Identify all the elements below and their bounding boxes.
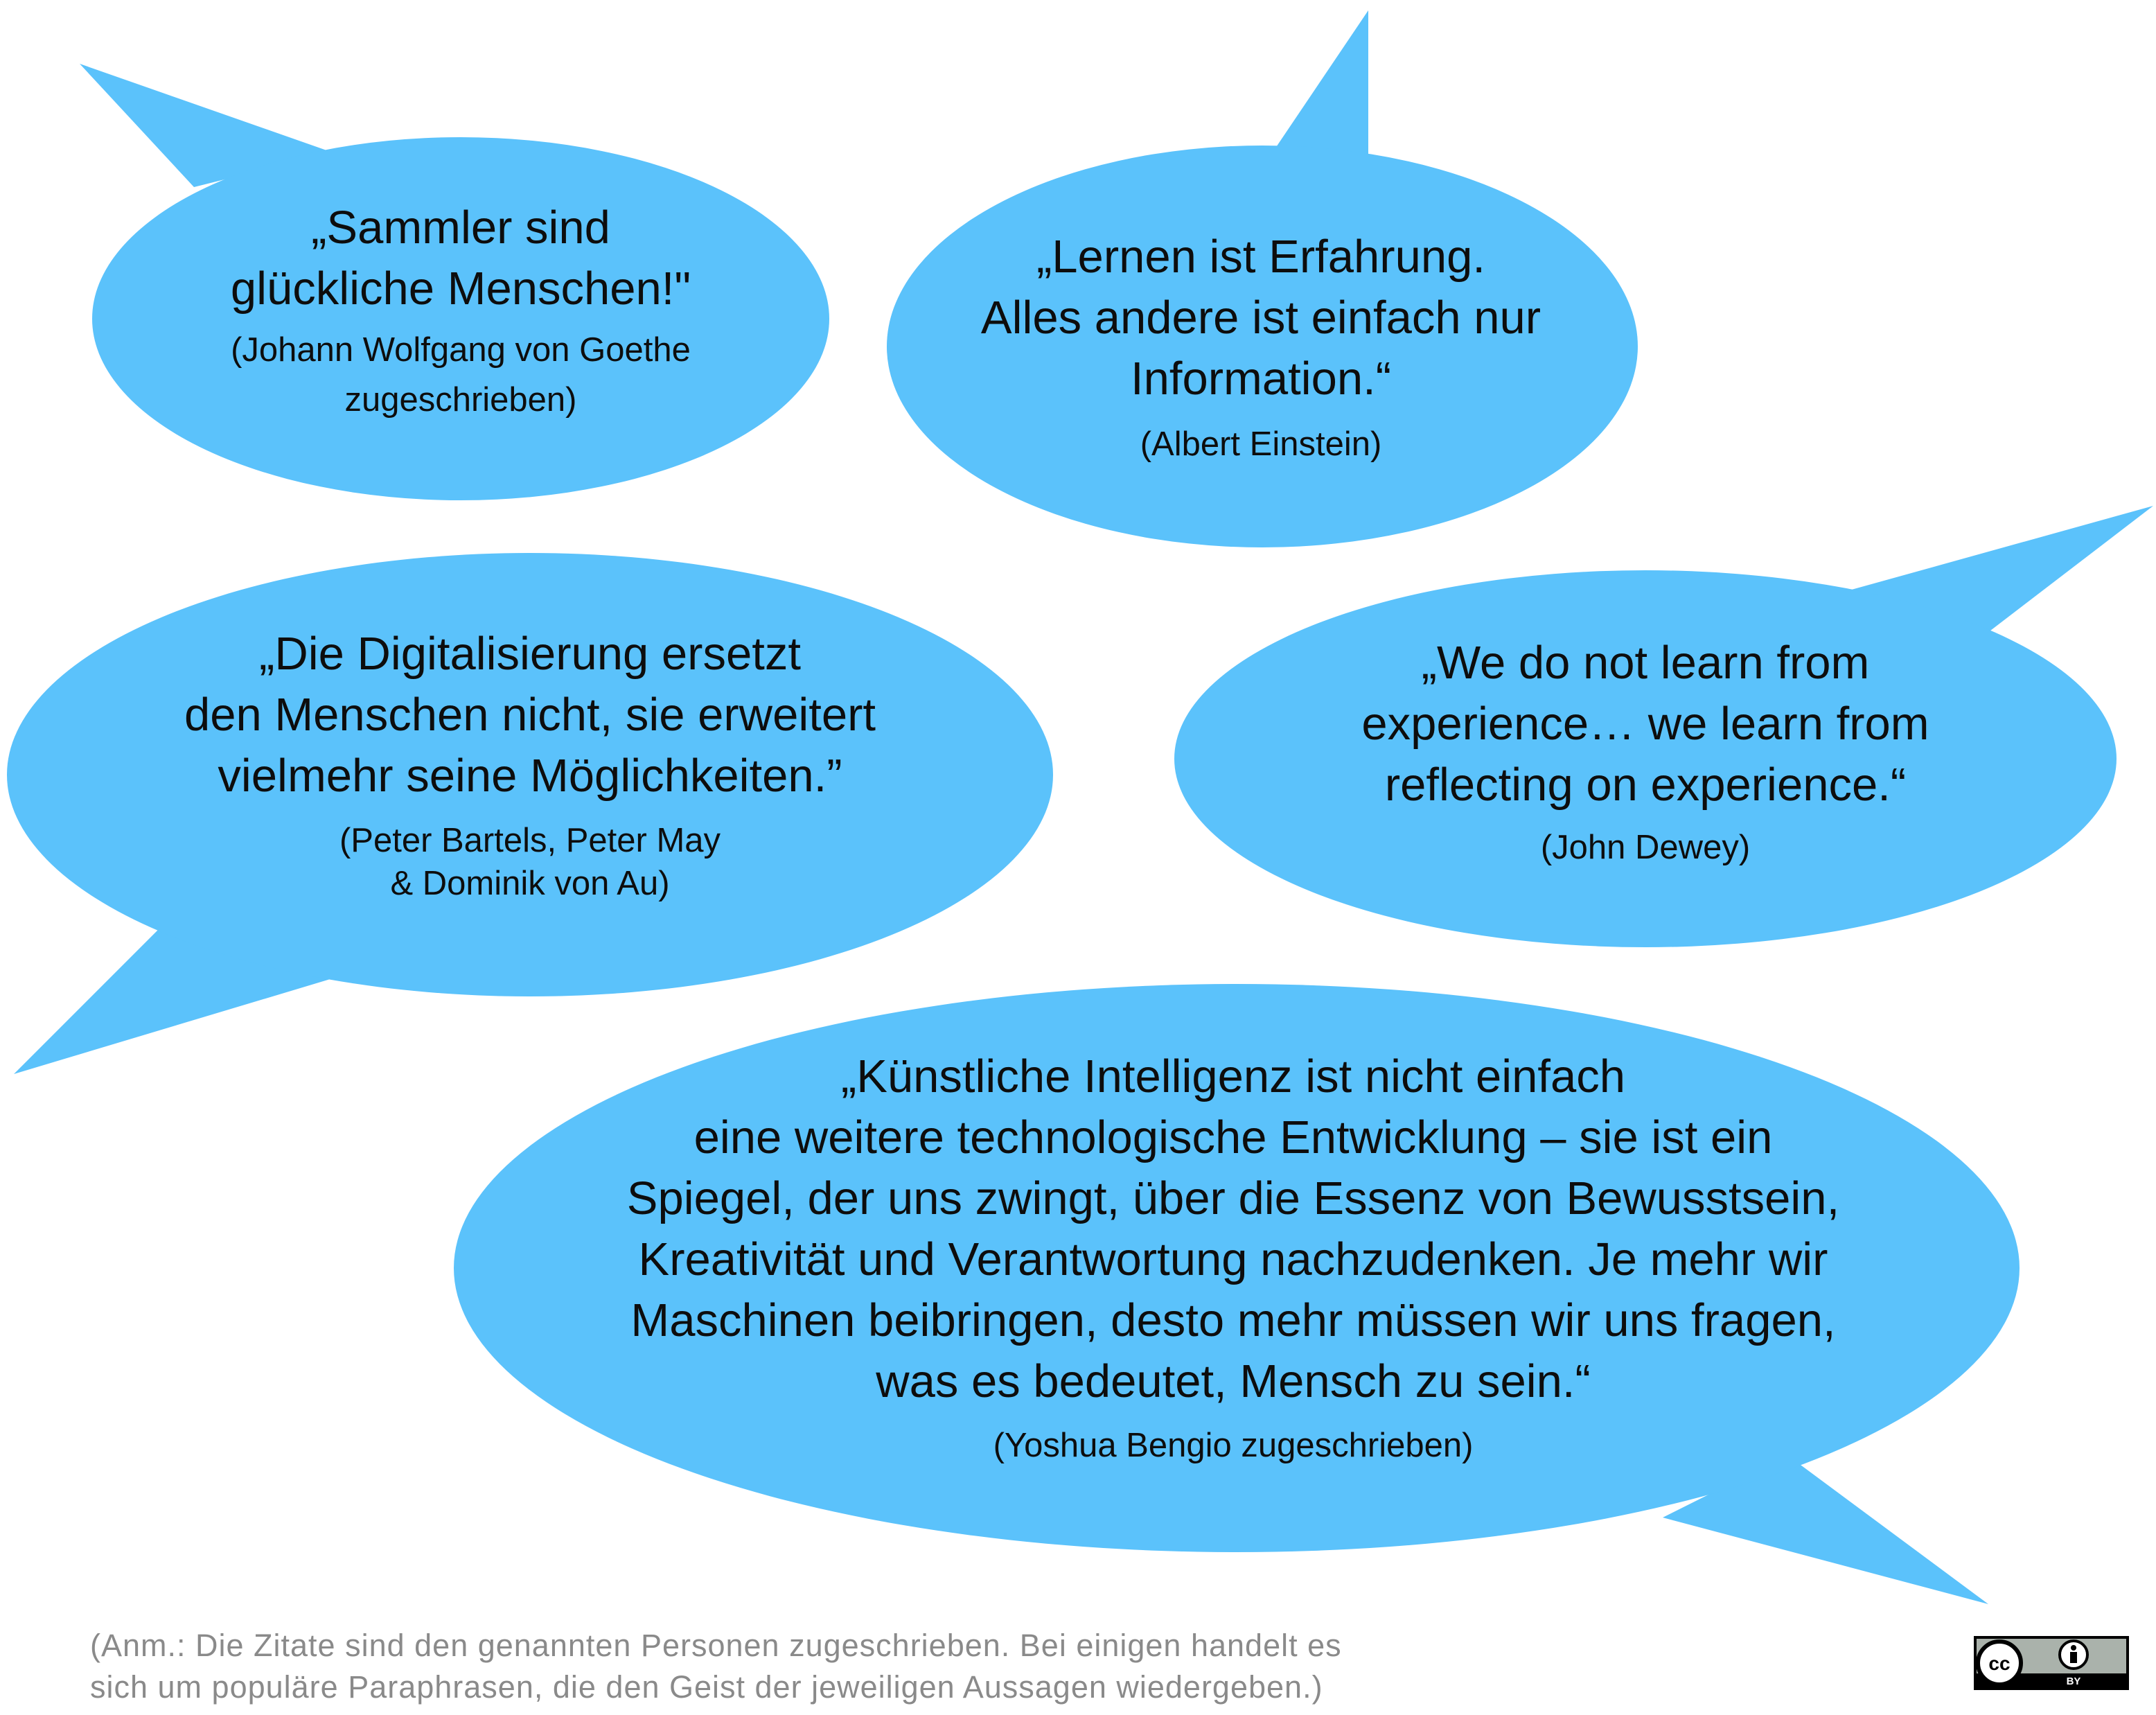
footnote: (Anm.: Die Zitate sind den genannten Per… xyxy=(90,1625,1614,1708)
attribution-icon-head xyxy=(2071,1645,2076,1651)
quote-line: „Lernen ist Erfahrung. xyxy=(1036,231,1485,283)
quote-line: Kreativität und Verantwortung nachzudenk… xyxy=(638,1233,1828,1285)
bubble-bengio-body xyxy=(454,984,2020,1552)
author-goethe: (Johann Wolfgang von Goethe zugeschriebe… xyxy=(139,325,783,425)
quote-line: den Menschen nicht, sie erweitert xyxy=(184,689,876,741)
bubble-bartels-text: „Die Digitalisierung ersetzt den Mensche… xyxy=(100,624,960,905)
footnote-line: sich um populäre Paraphrasen, die den Ge… xyxy=(90,1669,1323,1705)
quote-line: „We do not learn from xyxy=(1421,637,1870,689)
bubble-einstein xyxy=(887,10,1638,547)
bubble-bengio-tail xyxy=(1663,1455,1988,1604)
author-line: zugeschrieben) xyxy=(344,381,577,419)
author-bengio: (Yoshua Bengio zugeschrieben) xyxy=(492,1421,1974,1470)
by-label: BY xyxy=(2067,1676,2081,1687)
author-einstein: (Albert Einstein) xyxy=(901,419,1621,469)
bubble-dewey-text: „We do not learn from experience… we lea… xyxy=(1282,633,2009,872)
bubble-einstein-body xyxy=(887,146,1638,547)
quote-line: Alles andere ist einfach nur xyxy=(980,292,1541,344)
bubble-einstein-text: „Lernen ist Erfahrung. Alles andere ist … xyxy=(901,227,1621,469)
author-line: (Peter Bartels, Peter May xyxy=(339,822,721,859)
quote-goethe: „Sammler sind glückliche Menschen!" xyxy=(139,197,783,319)
bubble-dewey-body xyxy=(1174,570,2117,947)
author-line: (Johann Wolfgang von Goethe xyxy=(231,331,691,369)
quote-line: experience… we learn from xyxy=(1361,698,1929,750)
bubble-bengio xyxy=(454,984,2020,1604)
quote-dewey: „We do not learn from experience… we lea… xyxy=(1282,633,2009,816)
cc-logo-icon xyxy=(1976,1639,2023,1687)
quote-line: reflecting on experience.“ xyxy=(1384,759,1907,811)
author-line: (Albert Einstein) xyxy=(1140,425,1382,463)
author-line: (Yoshua Bengio zugeschrieben) xyxy=(993,1427,1474,1464)
cc-logo-text: cc xyxy=(1988,1653,2010,1674)
quote-line: Maschinen beibringen, desto mehr müssen … xyxy=(630,1294,1836,1346)
author-bartels: (Peter Bartels, Peter May & Dominik von … xyxy=(100,819,960,905)
bubble-goethe-body xyxy=(92,137,829,500)
quote-einstein: „Lernen ist Erfahrung. Alles andere ist … xyxy=(901,227,1621,410)
author-line: (John Dewey) xyxy=(1540,829,1751,866)
quote-bengio: „Künstliche Intelligenz ist nicht einfac… xyxy=(492,1046,1974,1412)
footnote-line: (Anm.: Die Zitate sind den genannten Per… xyxy=(90,1628,1342,1663)
quote-line: „Sammler sind xyxy=(311,202,610,254)
bubble-bengio-text: „Künstliche Intelligenz ist nicht einfac… xyxy=(492,1046,1974,1470)
bubble-bartels-body xyxy=(7,553,1053,996)
quote-line: „Künstliche Intelligenz ist nicht einfac… xyxy=(840,1050,1626,1102)
quote-line: glückliche Menschen!" xyxy=(230,263,691,315)
attribution-icon-body xyxy=(2070,1652,2077,1663)
quote-line: vielmehr seine Möglichkeiten.” xyxy=(218,750,842,802)
quote-bartels: „Die Digitalisierung ersetzt den Mensche… xyxy=(100,624,960,807)
bubble-goethe-text: „Sammler sind glückliche Menschen!" (Joh… xyxy=(139,197,783,425)
quote-line: „Die Digitalisierung ersetzt xyxy=(259,628,801,680)
quote-line: eine weitere technologische Entwicklung … xyxy=(693,1111,1773,1163)
bubble-einstein-tail xyxy=(1268,10,1368,173)
bubble-bartels xyxy=(7,553,1053,1074)
cc-by-license-badge[interactable]: cc BY xyxy=(1973,1635,2130,1691)
bubble-goethe xyxy=(80,64,829,500)
quote-line: Information.“ xyxy=(1130,353,1392,405)
author-line: & Dominik von Au) xyxy=(390,865,670,902)
bubble-goethe-tail xyxy=(80,64,333,187)
quote-line: Spiegel, der uns zwingt, über die Essenz… xyxy=(626,1172,1840,1224)
author-dewey: (John Dewey) xyxy=(1282,823,2009,872)
bubble-dewey xyxy=(1174,506,2153,947)
quote-line: was es bedeutet, Mensch zu sein.“ xyxy=(876,1355,1591,1407)
